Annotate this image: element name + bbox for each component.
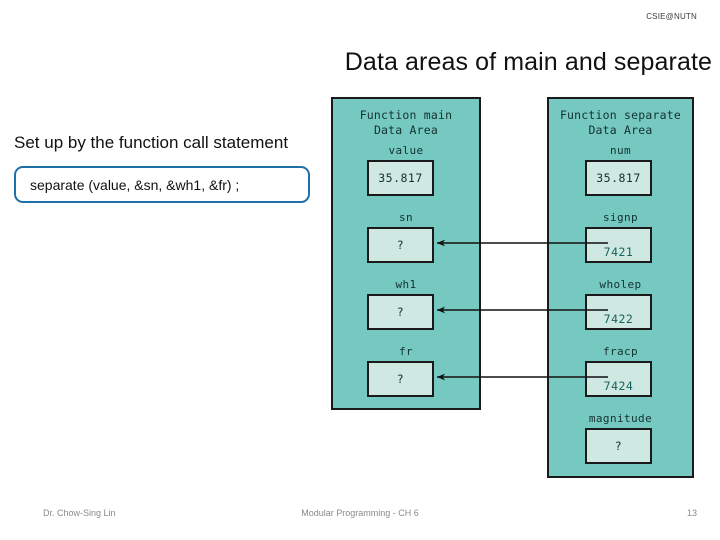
var-label-signp: signp <box>602 211 639 224</box>
var-box-wholep: 7422 <box>585 294 652 330</box>
footer-author: Dr. Chow-Sing Lin <box>43 508 116 518</box>
var-box-fracp: 7424 <box>585 361 652 397</box>
brand-label: CSIE@NUTN <box>646 12 697 21</box>
var-box-fr: ? <box>367 361 434 397</box>
page-title: Data areas of main and separate <box>344 48 712 76</box>
footer-course: Modular Programming - CH 6 <box>301 508 419 518</box>
var-label-num: num <box>609 144 632 157</box>
panel-main-title: Function main Data Area <box>359 108 453 137</box>
function-call-statement: separate (value, &sn, &wh1, &fr) ; <box>30 176 240 193</box>
var-box-sn: ? <box>367 227 434 263</box>
var-box-value: 35.817 <box>367 160 434 196</box>
var-box-magnitude: ? <box>585 428 652 464</box>
panel-function-separate: Function separate Data Area num 35.817 s… <box>547 97 694 478</box>
var-box-wh1: ? <box>367 294 434 330</box>
var-box-signp: 7421 <box>585 227 652 263</box>
function-call-box: separate (value, &sn, &wh1, &fr) ; <box>14 166 310 203</box>
var-box-num: 35.817 <box>585 160 652 196</box>
panel-separate-title: Function separate Data Area <box>559 108 682 137</box>
setup-caption: Set up by the function call statement <box>14 133 289 152</box>
var-label-value: value <box>388 144 424 157</box>
var-label-fracp: fracp <box>602 345 639 358</box>
var-label-sn: sn <box>398 211 414 224</box>
footer-page-number: 13 <box>686 508 697 518</box>
panel-function-main: Function main Data Area value 35.817 sn … <box>331 97 481 410</box>
var-label-magnitude: magnitude <box>588 412 653 425</box>
var-label-wholep: wholep <box>599 278 642 291</box>
var-label-wh1: wh1 <box>395 278 417 291</box>
slide-footer: Dr. Chow-Sing Lin Modular Programming - … <box>0 508 720 528</box>
var-label-fr: fr <box>398 345 414 358</box>
